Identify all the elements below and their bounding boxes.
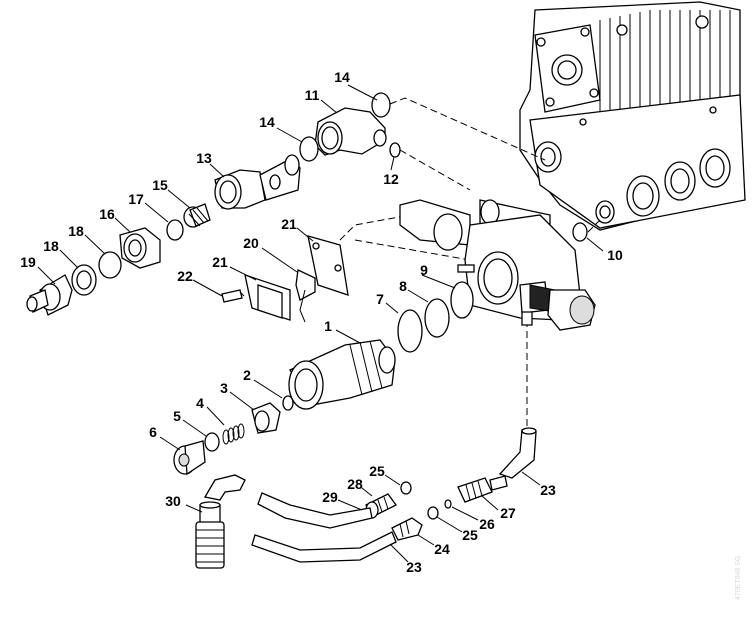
label-26: 26 — [479, 516, 495, 532]
label-23b: 23 — [406, 559, 422, 575]
valve-block — [399, 199, 596, 331]
label-30: 30 — [165, 493, 181, 509]
label-5: 5 — [173, 408, 181, 424]
leader-lines — [37, 84, 604, 563]
label-28: 28 — [347, 476, 363, 492]
label-27: 27 — [500, 505, 516, 521]
label-15: 15 — [152, 177, 168, 193]
label-7: 7 — [376, 291, 384, 307]
label-18a: 18 — [68, 223, 84, 239]
valve-parts — [173, 281, 474, 476]
label-25b: 25 — [462, 527, 478, 543]
label-3: 3 — [220, 380, 228, 396]
assembly-lines — [339, 97, 601, 430]
label-20: 20 — [243, 235, 259, 251]
label-23a: 23 — [540, 482, 556, 498]
label-11: 11 — [305, 87, 320, 103]
label-1: 1 — [324, 318, 332, 334]
part-number-labels: 14 11 14 12 13 15 17 16 18 18 19 10 21 2… — [20, 69, 623, 575]
label-17: 17 — [128, 191, 144, 207]
label-21a: 21 — [281, 216, 297, 232]
label-25a: 25 — [369, 463, 385, 479]
label-13: 13 — [196, 150, 212, 166]
label-21b: 21 — [212, 254, 228, 270]
label-12: 12 — [383, 171, 399, 187]
label-2: 2 — [243, 367, 251, 383]
watermark: 470ET048 SG — [735, 556, 742, 600]
hoses-fittings — [195, 427, 537, 569]
label-29: 29 — [322, 489, 338, 505]
label-24: 24 — [434, 541, 450, 557]
label-18b: 18 — [43, 238, 59, 254]
label-10: 10 — [607, 247, 623, 263]
label-19: 19 — [20, 254, 36, 270]
label-14b: 14 — [259, 114, 275, 130]
pump-housing — [519, 1, 746, 231]
label-8: 8 — [399, 278, 407, 294]
inlet-parts — [26, 92, 588, 316]
brackets — [221, 235, 349, 323]
label-4: 4 — [196, 395, 204, 411]
label-16: 16 — [99, 206, 115, 222]
label-14a: 14 — [334, 69, 350, 85]
label-22: 22 — [177, 268, 193, 284]
label-6: 6 — [149, 424, 157, 440]
label-9: 9 — [420, 262, 428, 278]
